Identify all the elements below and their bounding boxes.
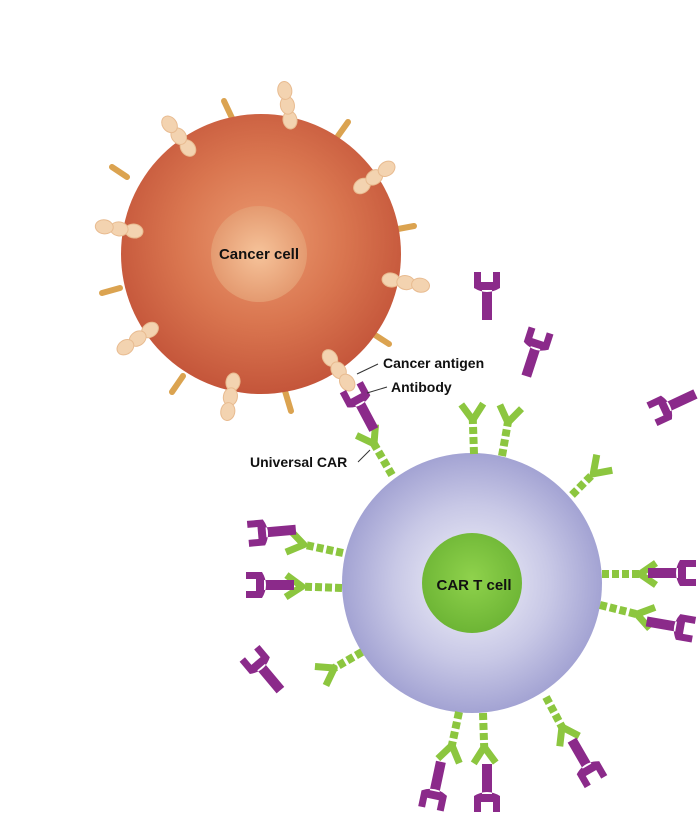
car-receptor	[496, 403, 525, 457]
car-receptor	[283, 572, 343, 600]
cancer-antigen	[277, 81, 298, 130]
antibody-label: Antibody	[391, 379, 452, 395]
antibody	[239, 644, 285, 694]
cancer-antigen	[220, 372, 241, 421]
cancer-surface-spikes	[99, 98, 417, 414]
antibody	[246, 519, 297, 547]
cancer-cell-nucleus	[211, 206, 307, 302]
cancer-antigen	[161, 115, 197, 157]
leader-universal-car	[357, 449, 371, 463]
antibody	[521, 326, 554, 378]
cancer-antigen	[321, 349, 356, 392]
car-receptor	[569, 454, 613, 498]
antibody	[474, 764, 500, 812]
car-receptor	[435, 711, 463, 765]
car-receptor	[314, 648, 364, 688]
car-receptor	[602, 560, 658, 588]
car-t-nucleus	[422, 533, 522, 633]
leader-antibody	[366, 386, 388, 394]
antibody	[474, 272, 500, 320]
car-receptor	[284, 528, 344, 557]
car-receptor	[599, 601, 657, 632]
car-receptor	[470, 712, 499, 766]
cancer-antigen	[353, 160, 396, 195]
antibody	[567, 737, 608, 789]
cancer-antigen	[116, 321, 159, 356]
car-receptor	[458, 401, 487, 455]
antibody	[418, 760, 447, 812]
cancer-antigens	[94, 81, 430, 421]
cancer-antigen	[94, 219, 144, 239]
antibody	[246, 572, 294, 598]
car-receptor	[354, 424, 396, 477]
antibody	[646, 389, 698, 427]
car-t-cell-label: CAR T cell	[436, 577, 511, 594]
cancer-cell-label: Cancer cell	[219, 246, 299, 263]
car-receptor	[542, 695, 581, 747]
antibody	[645, 614, 697, 643]
leader-cancer-antigen	[356, 363, 379, 375]
antibody	[648, 560, 696, 586]
cancer-antigen	[381, 272, 430, 293]
antibodies	[239, 272, 698, 812]
leader-lines	[356, 363, 388, 463]
universal-car-label: Universal CAR	[250, 454, 347, 470]
antibody	[339, 381, 379, 432]
cancer-antigen-label: Cancer antigen	[383, 355, 484, 371]
